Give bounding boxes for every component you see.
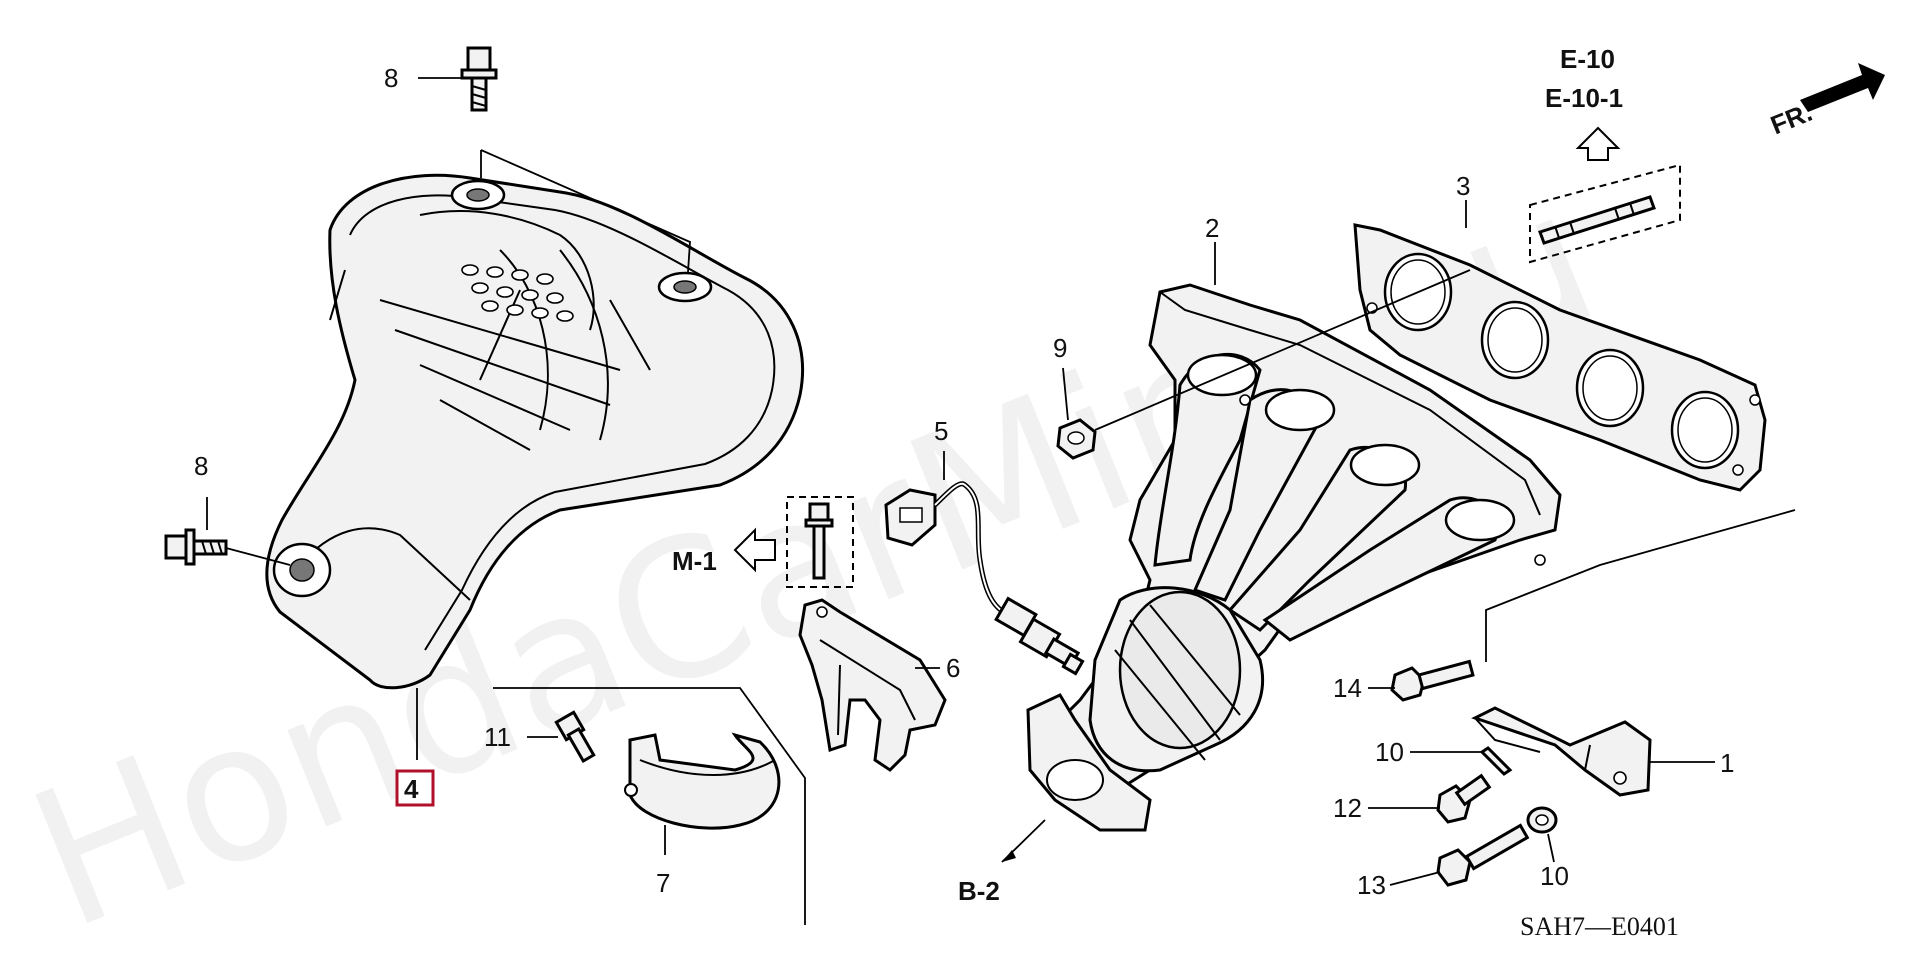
ref-arrow-m1-icon [733, 527, 776, 573]
label-part-5[interactable]: 5 [934, 416, 948, 446]
label-part-2[interactable]: 2 [1205, 213, 1219, 243]
highlight-part-4-box [395, 769, 435, 807]
leader-lines [206, 77, 1796, 925]
bolt-8-top [460, 46, 498, 112]
washer-10 [1526, 806, 1558, 834]
nut-9 [1056, 418, 1097, 460]
bolt-11 [554, 710, 596, 764]
label-part-14[interactable]: 14 [1333, 673, 1362, 703]
label-part-13[interactable]: 13 [1357, 870, 1386, 900]
ref-arrow-e10-icon [1575, 126, 1621, 161]
label-part-3[interactable]: 3 [1456, 171, 1470, 201]
drawing-code: SAH7—E0401 [1520, 912, 1679, 941]
bolt-12 [1436, 773, 1492, 824]
label-part-4[interactable]: 4 [404, 774, 419, 804]
bolt-13 [1436, 823, 1530, 887]
bracket-1-drawing [1471, 706, 1652, 797]
lower-cover-drawing [624, 732, 781, 830]
label-part-1[interactable]: 1 [1720, 748, 1734, 778]
ref-m1[interactable]: M-1 [672, 546, 717, 576]
label-part-10-pin[interactable]: 10 [1375, 737, 1404, 767]
label-part-12[interactable]: 12 [1333, 793, 1362, 823]
ref-e10[interactable]: E-10 [1560, 44, 1615, 74]
ref-b2[interactable]: B-2 [958, 876, 1000, 906]
exhaust-manifold-drawing [1026, 283, 1562, 832]
bolt-8-left [164, 528, 228, 566]
bolt-m1 [786, 496, 854, 588]
label-part-11[interactable]: 11 [484, 722, 511, 752]
label-part-7[interactable]: 7 [656, 868, 670, 898]
ref-e10-1[interactable]: E-10-1 [1545, 83, 1623, 113]
label-part-8-top[interactable]: 8 [384, 63, 398, 93]
label-part-6[interactable]: 6 [946, 653, 960, 683]
front-arrow-icon [1800, 63, 1885, 112]
bolt-14 [1390, 659, 1475, 702]
label-part-9[interactable]: 9 [1053, 333, 1067, 363]
stud-e10 [1529, 163, 1681, 264]
oxygen-sensor-drawing [884, 481, 1085, 676]
pin-10 [1479, 746, 1513, 776]
label-part-8-left[interactable]: 8 [194, 451, 208, 481]
label-part-10-washer[interactable]: 10 [1540, 861, 1569, 891]
bracket-6-drawing [798, 598, 947, 772]
